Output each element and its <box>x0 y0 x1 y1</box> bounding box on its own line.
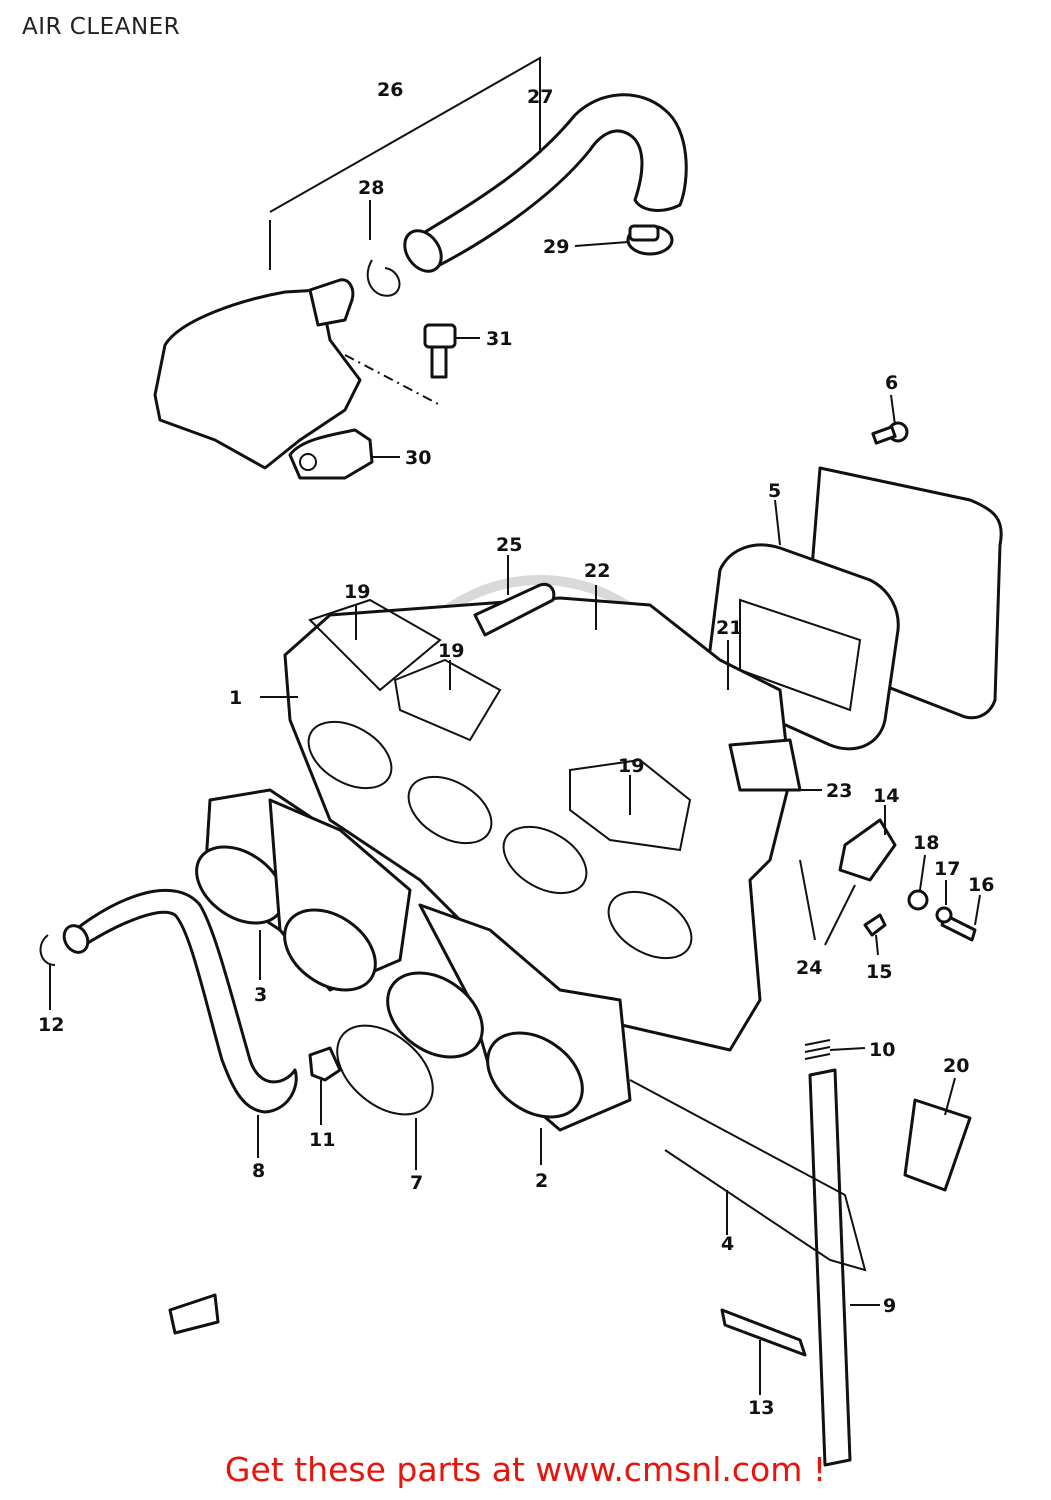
part-15-screw <box>863 913 887 937</box>
callout-29: 29 <box>543 236 569 258</box>
part-13-pad <box>720 1308 807 1357</box>
callout-5: 5 <box>768 480 781 502</box>
callout-12: 12 <box>38 1014 64 1036</box>
callout-3: 3 <box>254 984 267 1006</box>
callout-22: 22 <box>584 560 610 582</box>
callout-26: 26 <box>377 79 403 101</box>
callout-16: 16 <box>968 874 994 896</box>
part-25-hose <box>473 582 556 637</box>
callout-27: 27 <box>527 86 553 108</box>
callout-30: 30 <box>405 447 431 469</box>
part-27-breather-hose <box>413 93 688 272</box>
part-14-bracket <box>838 818 897 882</box>
leader-5 <box>774 499 781 546</box>
leader-24 <box>799 859 856 946</box>
callout-6: 6 <box>885 372 898 394</box>
part-7-clamp-band <box>336 1024 434 1116</box>
callout-21: 21 <box>716 617 742 639</box>
part-loose-tag <box>168 1293 220 1335</box>
callout-19c: 19 <box>618 755 644 777</box>
callout-17: 17 <box>934 858 960 880</box>
part-18-nut <box>907 889 929 911</box>
callout-4: 4 <box>721 1233 734 1255</box>
callout-20: 20 <box>943 1055 969 1077</box>
leader-29 <box>574 241 629 247</box>
part-23-plate <box>728 738 802 792</box>
leader-15 <box>875 934 879 956</box>
leader-18 <box>919 854 926 891</box>
leader-20 <box>944 1077 956 1116</box>
footer-promo-link[interactable]: Get these parts at www.cmsnl.com ! <box>224 1450 827 1489</box>
part-4-seal-strip <box>629 1079 867 1272</box>
part-12-clip <box>39 934 56 966</box>
part-31-bolt <box>423 323 457 379</box>
part-intake-boot-2 <box>268 798 412 992</box>
callout-25: 25 <box>496 534 522 556</box>
part-11-clamp <box>308 1046 342 1082</box>
leader-26-27 <box>269 56 541 270</box>
part-1-air-box <box>283 596 792 1052</box>
part-28-clip <box>366 259 401 297</box>
callout-19a: 19 <box>344 581 370 603</box>
part-27-hose-end <box>403 229 443 273</box>
part-9-drain-tube <box>808 1068 852 1467</box>
callout-13: 13 <box>748 1397 774 1419</box>
part-10-spring <box>804 1039 831 1060</box>
part-30-bracket-hole <box>299 453 317 471</box>
callout-18: 18 <box>913 832 939 854</box>
callout-24: 24 <box>796 957 822 979</box>
part-17-washer <box>935 906 953 924</box>
callout-23: 23 <box>826 780 852 802</box>
page-title: AIR CLEANER <box>22 14 181 40</box>
part-6-screw <box>871 421 909 445</box>
part-30-bracket <box>288 428 374 480</box>
callout-10: 10 <box>869 1039 895 1061</box>
callout-9: 9 <box>883 1295 896 1317</box>
callout-28: 28 <box>358 177 384 199</box>
part-upper-cover <box>153 288 362 470</box>
part-2-intake-boot <box>386 903 632 1132</box>
part-20-pad <box>903 1098 972 1192</box>
callout-2: 2 <box>535 1170 548 1192</box>
leader-16 <box>974 894 981 926</box>
leader-6 <box>890 394 896 426</box>
callout-19b: 19 <box>438 640 464 662</box>
part-upper-cover-spigot <box>308 278 355 327</box>
leader-10 <box>829 1047 866 1051</box>
callout-labels: 1 2 3 4 5 6 7 8 9 10 11 12 13 14 15 16 1… <box>38 79 994 1419</box>
callout-1: 1 <box>229 687 242 709</box>
part-8-drain-hose <box>73 888 298 1114</box>
callout-15: 15 <box>866 961 892 983</box>
callout-31: 31 <box>486 328 512 350</box>
callout-7: 7 <box>410 1172 423 1194</box>
part-8-hose-end <box>62 924 90 954</box>
dashed-centerline <box>344 354 441 406</box>
part-29-clamp <box>626 224 674 256</box>
callout-14: 14 <box>873 785 899 807</box>
callout-11: 11 <box>309 1129 335 1151</box>
callout-8: 8 <box>252 1160 265 1182</box>
